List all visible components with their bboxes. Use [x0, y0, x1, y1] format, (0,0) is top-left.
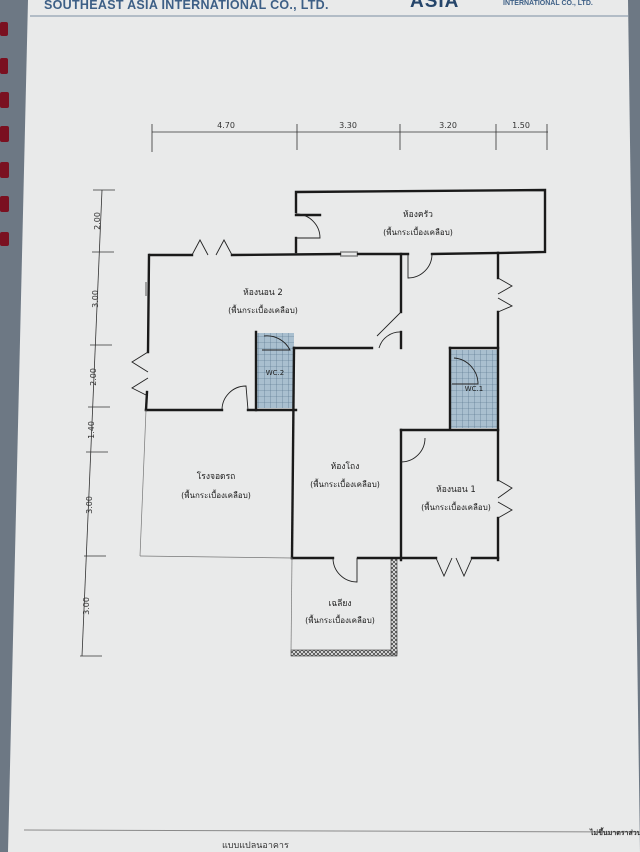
dim-left-6: 3.00	[82, 597, 91, 615]
garage-floor: (พื้นกระเบื้องเคลือบ)	[181, 489, 251, 500]
walls	[144, 188, 547, 562]
dim-left-1: 2.00	[93, 212, 102, 230]
footer-title: แบบแปลนอาคาร	[222, 841, 289, 851]
footer-scale-note: ไม่ขึ้นมาตราส่วน	[590, 829, 640, 837]
wc1-label: WC.1	[465, 385, 484, 393]
dim-left-4: 1.40	[87, 421, 96, 439]
hall-floor: (พื้นกระเบื้องเคลือบ)	[310, 478, 380, 489]
top-dimension-line	[151, 124, 548, 152]
hall-label: ห้องโถง	[331, 461, 360, 472]
dim-top-3: 3.20	[439, 121, 457, 130]
wc1-tile	[450, 350, 497, 428]
dim-left-5: 3.00	[85, 496, 94, 514]
windows	[145, 251, 358, 296]
left-dimension-line	[80, 189, 115, 657]
dim-top-2: 3.30	[339, 121, 357, 130]
porch-floor: (พื้นกระเบื้องเคลือบ)	[305, 614, 375, 625]
kitchen-label: ห้องครัว	[403, 209, 433, 220]
doors	[131, 213, 514, 583]
dim-left-3: 2.00	[89, 368, 98, 386]
company-name: SOUTHEAST ASIA INTERNATIONAL CO., LTD.	[44, 0, 329, 12]
garage-outline	[139, 409, 293, 559]
company-logo: ASIA	[410, 0, 460, 12]
dim-top-4: 1.50	[512, 121, 530, 130]
wc2-tile	[257, 333, 294, 408]
dim-left-2: 3.00	[91, 290, 100, 308]
wc2-label: WC.2	[266, 369, 285, 377]
porch-outline	[290, 557, 293, 653]
bedroom1-floor: (พื้นกระเบื้องเคลือบ)	[421, 501, 491, 512]
company-name-small: INTERNATIONAL CO., LTD.	[503, 0, 593, 7]
bedroom2-floor: (พื้นกระเบื้องเคลือบ)	[228, 304, 298, 315]
bedroom2-label: ห้องนอน 2	[243, 287, 283, 298]
dim-top-1: 4.70	[217, 121, 235, 130]
garage-label: โรงจอดรถ	[197, 471, 236, 482]
porch-rail-bottom	[290, 649, 398, 657]
bedroom1-label: ห้องนอน 1	[436, 484, 476, 495]
kitchen-floor: (พื้นกระเบื้องเคลือบ)	[383, 226, 453, 237]
porch-rail-side	[390, 557, 398, 655]
porch-label: เฉลียง	[328, 598, 351, 609]
